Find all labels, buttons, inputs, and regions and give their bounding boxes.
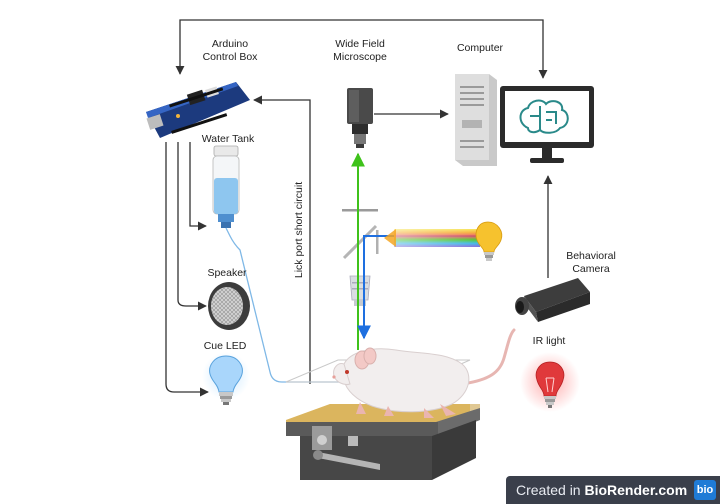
arrow-lick-port-to-arduino [253, 95, 311, 384]
connection-arrows [165, 19, 553, 397]
computer-tower-icon [455, 74, 497, 166]
behavioral-camera-label-line1: Behavioral [566, 250, 616, 262]
biorender-watermark[interactable]: Created in BioRender.com bio [506, 476, 720, 504]
ir-light-label: IR light [516, 335, 582, 348]
microscope-label: Wide Field Microscope [315, 38, 405, 64]
watermark-brand: BioRender.com [584, 482, 688, 498]
arduino-control-box-label: Arduino Control Box [180, 38, 280, 64]
microscope-camera-icon [347, 88, 373, 148]
microscope-label-line1: Wide Field [335, 38, 385, 50]
mouse-tail [460, 328, 516, 386]
speaker-icon [208, 282, 250, 330]
arrow-arduino-to-speaker [177, 142, 207, 311]
arduino-label-line2: Control Box [202, 51, 258, 63]
water-tank-label-text: Water Tank [201, 133, 255, 145]
behavioral-camera-label: Behavioral Camera [548, 250, 634, 276]
arduino-label-line1: Arduino [211, 38, 249, 50]
behavioral-camera-icon [515, 278, 590, 322]
computer-monitor-icon [500, 86, 594, 163]
blue-excitation-path [357, 235, 480, 340]
computer-label-text: Computer [456, 42, 504, 54]
mouse-icon [332, 328, 516, 418]
rainbow-beam [384, 229, 480, 247]
cue-led-label: Cue LED [192, 340, 258, 353]
watermark-prefix: Created in [516, 482, 585, 498]
water-tube [225, 227, 340, 383]
cue-led-label-text: Cue LED [203, 340, 247, 352]
cue-led-bulb-icon [202, 352, 250, 405]
water-tank-label: Water Tank [190, 133, 266, 146]
water-tank-icon [212, 145, 240, 228]
microscope-label-line2: Microscope [333, 51, 387, 63]
lick-port-label-text: Lick port short circuit [293, 181, 305, 279]
ir-light-label-text: IR light [532, 335, 566, 347]
excitation-light-bulb-icon [475, 221, 503, 261]
speaker-label: Speaker [194, 267, 260, 280]
biorender-logo-icon: bio [694, 480, 716, 500]
behavioral-camera-label-line2: Camera [572, 263, 610, 275]
optics [342, 209, 379, 306]
arrow-computer-to-arduino-top [175, 19, 548, 79]
brain-icon [519, 99, 569, 134]
arduino-board-icon [146, 82, 250, 138]
ir-light-bulb-icon [520, 352, 580, 412]
computer-label: Computer [440, 42, 520, 55]
speaker-label-text: Speaker [207, 267, 247, 279]
watermark-text: Created in BioRender.com [516, 482, 687, 498]
arrow-arduino-to-water-tank [189, 142, 207, 231]
arrow-arduino-to-cue-led [165, 142, 209, 397]
